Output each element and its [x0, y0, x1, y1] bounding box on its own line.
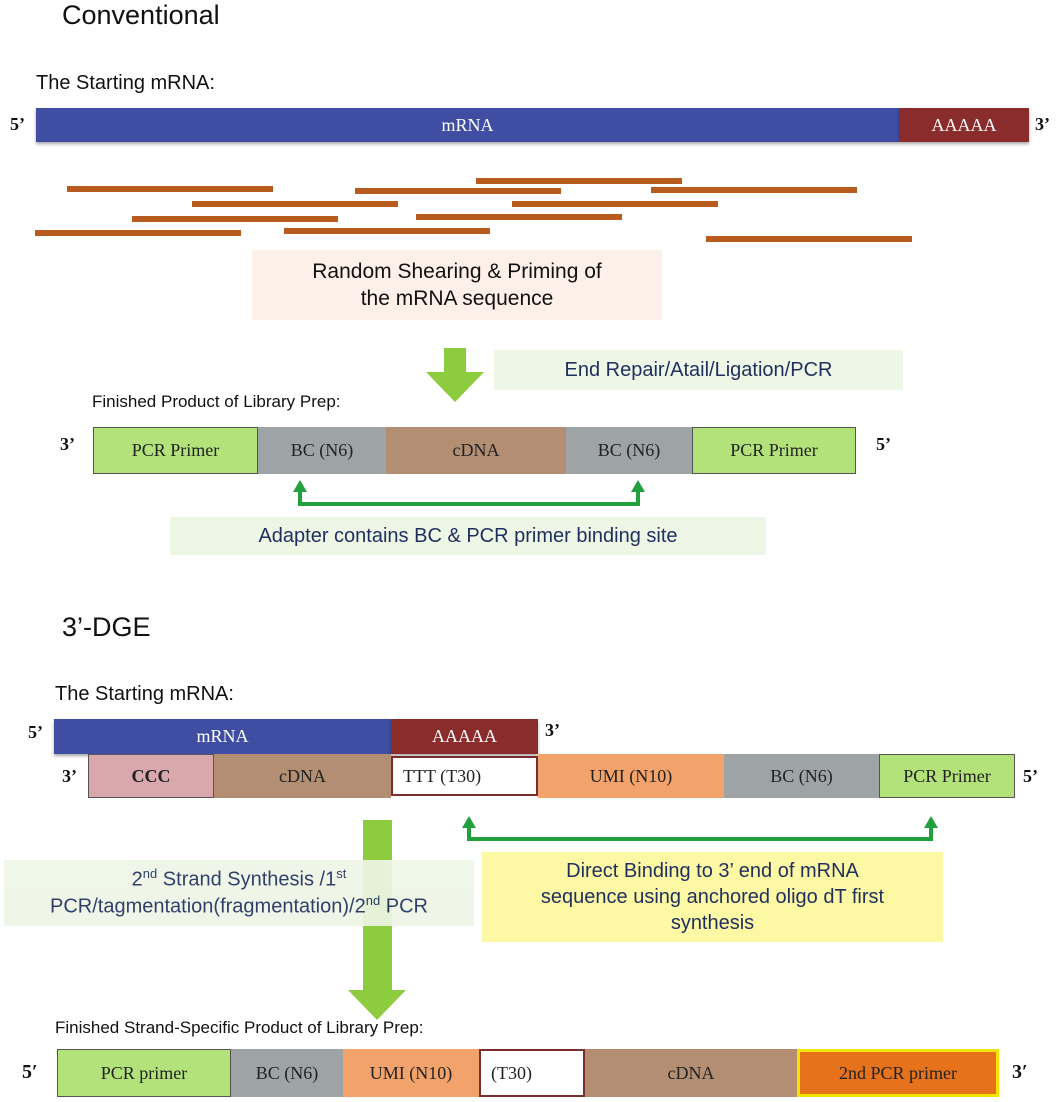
dge-product-2nd-pcr-primer: 2nd PCR primer: [797, 1049, 999, 1097]
dge-mrna-3prime: 3’: [545, 720, 560, 740]
fragment: [706, 236, 912, 242]
conventional-pcr-primer-left: PCR Primer: [93, 427, 258, 474]
dge-bc-segment: BC (N6): [724, 754, 879, 798]
conventional-down-arrow: [426, 348, 484, 402]
fragment: [192, 201, 398, 207]
fragment: [416, 214, 622, 220]
dge-cdna-segment: cDNA: [214, 754, 391, 798]
dge-mrna-segment: mRNA: [54, 719, 391, 754]
dge-starting-label: The Starting mRNA:: [55, 683, 234, 705]
conventional-mrna-segment: mRNA: [36, 108, 899, 142]
dge-pcr-primer-segment: PCR Primer: [879, 754, 1015, 798]
conventional-starting-label: The Starting mRNA:: [36, 72, 215, 94]
dge-binding-bracket: [467, 826, 933, 841]
synthesis-line2: PCR/tagmentation(fragmentation)/2nd PCR: [50, 893, 428, 918]
conventional-pcr-primer-right: PCR Primer: [692, 427, 856, 474]
bracket-arrowhead-left: [293, 480, 307, 492]
random-shearing-note: Random Shearing & Priming of the mRNA se…: [252, 250, 662, 320]
dge-mrna-5prime: 5’: [28, 722, 43, 742]
fragment: [355, 188, 561, 194]
fragment: [132, 216, 338, 222]
binding-line1: Direct Binding to 3’ end of mRNA: [566, 860, 859, 882]
adapter-note: Adapter contains BC & PCR primer binding…: [170, 517, 766, 555]
conventional-heading: Conventional: [62, 0, 220, 30]
fragment: [476, 178, 682, 184]
fragment: [284, 228, 490, 234]
dge-product-3prime: 3′: [1012, 1061, 1028, 1083]
dge-heading: 3’-DGE: [62, 612, 151, 642]
conventional-mrna-5prime: 5’: [10, 114, 25, 134]
fragment: [35, 230, 241, 236]
dge-product-cdna: cDNA: [585, 1049, 797, 1097]
dge-product-pcr-primer: PCR primer: [57, 1049, 231, 1097]
dge-cdna-5prime: 5’: [1023, 766, 1038, 786]
fragment: [651, 187, 857, 193]
direct-binding-note: Direct Binding to 3’ end of mRNA sequenc…: [482, 852, 943, 942]
conventional-product-5prime: 5’: [876, 434, 891, 454]
fragment: [67, 186, 273, 192]
dge-ttt-segment: TTT (T30): [391, 756, 538, 796]
conventional-mrna-3prime: 3’: [1035, 114, 1050, 134]
conventional-polya-tail: AAAAA: [899, 108, 1029, 142]
dge-bracket-arrowhead-right: [924, 816, 938, 828]
dge-cdna-3prime: 3’: [62, 766, 77, 786]
random-shearing-line1: Random Shearing & Priming of: [312, 259, 602, 283]
dge-finished-label: Finished Strand-Specific Product of Libr…: [55, 1018, 424, 1037]
binding-line2: sequence using anchored oligo dT first: [540, 886, 885, 908]
synthesis-note: 2nd Strand Synthesis /1st PCR/tagmentati…: [4, 860, 474, 926]
dge-product-t30: (T30): [479, 1049, 585, 1097]
dge-ccc-segment: CCC: [88, 754, 214, 798]
dge-product-5prime: 5′: [22, 1061, 38, 1083]
conventional-product-3prime: 3’: [60, 434, 75, 454]
dge-product-bc: BC (N6): [231, 1049, 343, 1097]
synthesis-line1: 2nd Strand Synthesis /1st: [131, 866, 347, 891]
binding-line3: synthesis: [670, 912, 755, 934]
dge-umi-segment: UMI (N10): [538, 754, 724, 798]
conventional-cdna: cDNA: [386, 427, 566, 474]
dge-product-umi: UMI (N10): [343, 1049, 479, 1097]
end-repair-note: End Repair/Atail/Ligation/PCR: [494, 350, 903, 390]
random-shearing-line2: the mRNA sequence: [360, 287, 554, 310]
bracket-arrowhead-right: [631, 480, 645, 492]
fragment: [512, 201, 718, 207]
conventional-adapter-bracket: [298, 490, 640, 506]
dge-polya-tail: AAAAA: [391, 719, 538, 754]
dge-bracket-arrowhead-left: [462, 816, 476, 828]
conventional-finished-label: Finished Product of Library Prep:: [92, 392, 341, 411]
conventional-bc-right: BC (N6): [566, 427, 692, 474]
conventional-bc-left: BC (N6): [258, 427, 386, 474]
